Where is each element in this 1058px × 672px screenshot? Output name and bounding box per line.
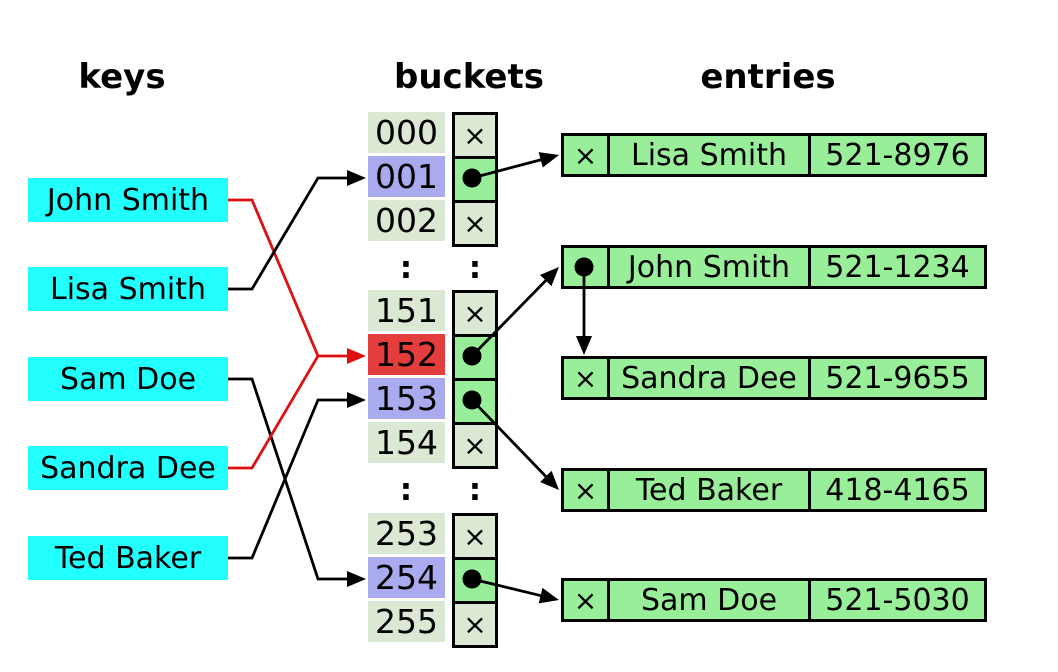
hash-arrow-sandra-dee-to-bucket-152 — [228, 355, 320, 470]
entry-name-john-smith: John Smith — [607, 248, 808, 286]
entry-pointer-cell-john-smith — [564, 248, 607, 286]
null-pointer-icon: × — [463, 428, 487, 462]
entries-column-header: entries — [700, 57, 836, 97]
bucket-pointer-cell-001 — [452, 156, 498, 203]
entry-name-sam-doe: Sam Doe — [607, 581, 808, 619]
hash-arrow-lisa-smith-to-bucket-001 — [228, 170, 366, 291]
bucket-index-ellipsis: : — [399, 250, 413, 286]
hash-arrow-sam-doe-to-bucket-254 — [228, 377, 366, 587]
bucket-pointer-cell-002: × — [452, 200, 498, 247]
entry-pointer-cell-lisa-smith: × — [564, 136, 607, 174]
entry-pointer-cell-ted-baker: × — [564, 471, 607, 509]
null-pointer-icon: × — [573, 138, 598, 172]
null-pointer-icon: × — [463, 519, 487, 553]
null-pointer-icon: × — [463, 118, 487, 152]
entry-phone-sam-doe: 521-5030 — [808, 581, 984, 619]
keys-column-header: keys — [78, 57, 166, 97]
entry-pointer-cell-sam-doe: × — [564, 581, 607, 619]
hash-arrow-john-smith-to-bucket-152 — [228, 198, 366, 364]
hash-arrow-ted-baker-to-bucket-153 — [228, 392, 366, 560]
key-box-lisa-smith: Lisa Smith — [28, 267, 228, 311]
key-box-sandra-dee: Sandra Dee — [28, 446, 228, 490]
bucket-index-154: 154 — [368, 422, 445, 463]
entry-phone-john-smith: 521-1234 — [808, 248, 984, 286]
key-box-john-smith: John Smith — [28, 178, 228, 222]
bucket-pointer-cell-000: × — [452, 112, 498, 159]
bucket-index-151: 151 — [368, 290, 445, 331]
entry-name-sandra-dee: Sandra Dee — [607, 359, 808, 397]
bucket-index-001: 001 — [368, 156, 445, 197]
entry-name-lisa-smith: Lisa Smith — [607, 136, 808, 174]
null-pointer-icon: × — [573, 473, 598, 507]
bucket-index-253: 253 — [368, 513, 445, 554]
bucket-pointer-cell-253: × — [452, 513, 498, 560]
bucket-index-254: 254 — [368, 557, 445, 598]
bucket-index-ellipsis: : — [399, 472, 413, 508]
entry-phone-ted-baker: 418-4165 — [808, 471, 984, 509]
bucket-pointer-ellipsis: : — [468, 250, 482, 286]
null-pointer-icon: × — [463, 206, 487, 240]
entry-pointer-cell-sandra-dee: × — [564, 359, 607, 397]
null-pointer-icon: × — [463, 296, 487, 330]
entry-phone-lisa-smith: 521-8976 — [808, 136, 984, 174]
entry-name-ted-baker: Ted Baker — [607, 471, 808, 509]
bucket-pointer-cell-152 — [452, 334, 498, 381]
null-pointer-icon: × — [573, 361, 598, 395]
bucket-index-000: 000 — [368, 112, 445, 153]
null-pointer-icon: × — [463, 607, 487, 641]
bucket-index-152: 152 — [368, 334, 445, 375]
bucket-pointer-ellipsis: : — [468, 472, 482, 508]
bucket-index-255: 255 — [368, 601, 445, 642]
key-box-sam-doe: Sam Doe — [28, 357, 228, 401]
bucket-pointer-cell-153 — [452, 378, 498, 425]
bucket-index-002: 002 — [368, 200, 445, 241]
bucket-pointer-cell-151: × — [452, 290, 498, 337]
key-box-ted-baker: Ted Baker — [28, 536, 228, 580]
buckets-column-header: buckets — [394, 57, 544, 97]
bucket-pointer-cell-254 — [452, 557, 498, 604]
bucket-pointer-cell-154: × — [452, 422, 498, 469]
bucket-pointer-cell-255: × — [452, 601, 498, 648]
bucket-index-153: 153 — [368, 378, 445, 419]
null-pointer-icon: × — [573, 583, 598, 617]
entry-phone-sandra-dee: 521-9655 — [808, 359, 984, 397]
